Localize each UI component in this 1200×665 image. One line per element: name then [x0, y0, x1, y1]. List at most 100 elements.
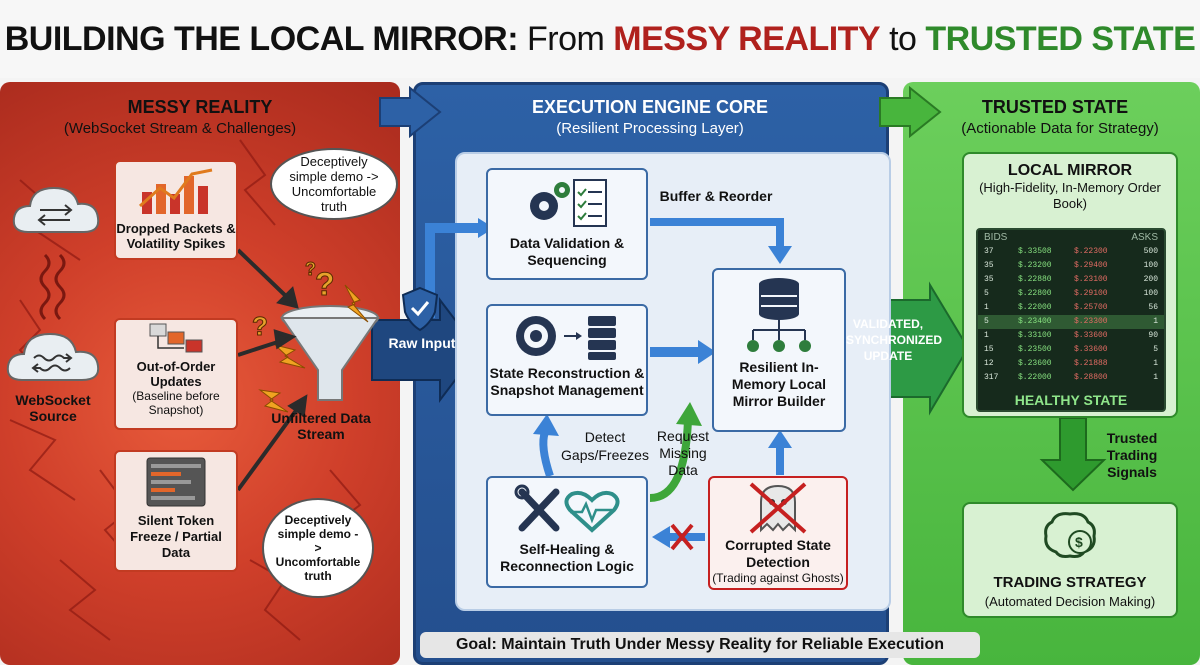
order-book-row: 317 $.22000 $.28800 1 [978, 371, 1164, 385]
raw-input-label: Raw Input [388, 335, 456, 351]
order-book-cell-aq: 56 [1148, 303, 1158, 312]
order-book-cell-bq: 317 [984, 373, 999, 382]
trusted-signals-label: Trusted Trading Signals [1106, 430, 1158, 480]
title-to: to [889, 19, 917, 58]
funnel-icon [280, 305, 380, 401]
order-book-cell-aq: 100 [1143, 289, 1158, 298]
question-mark-icon: ? [315, 266, 335, 302]
order-book-cell-ap: $.23100 [1074, 275, 1108, 284]
order-book-cell-bq: 15 [984, 345, 994, 354]
panel-arrow-right [879, 85, 942, 139]
data-validation-card: Data Validation & Sequencing [486, 168, 648, 280]
out-of-order-card: Out-of-Order Updates (Baseline before Sn… [114, 318, 238, 430]
order-book-cell-aq: 100 [1143, 261, 1158, 270]
out-of-order-blocks-icon [149, 323, 203, 353]
order-book-cell-bp: $.23500 [1018, 345, 1052, 354]
mirror-builder-card: Resilient In-Memory Local Mirror Builder [712, 268, 846, 432]
signal-wave [54, 253, 66, 321]
data-validation-label: Data Validation & Sequencing [509, 235, 625, 268]
order-book-cell-bp: $.33100 [1018, 331, 1052, 340]
order-book-header: BIDS ASKS [978, 230, 1164, 245]
state-reconstruction-card: State Reconstruction & Snapshot Manageme… [486, 304, 648, 416]
order-book-cell-bp: $.33508 [1018, 247, 1052, 256]
order-book-cell-ap: $.21888 [1074, 359, 1108, 368]
shield-icon [401, 286, 439, 332]
dropped-packets-card: Dropped Packets & Volatility Spikes [114, 160, 238, 260]
order-book-cell-bq: 1 [984, 303, 989, 312]
order-book-cell-aq: 1 [1153, 359, 1158, 368]
svg-text:$: $ [1075, 534, 1083, 550]
trading-strategy-card: $ TRADING STRATEGY (Automated Decision M… [962, 502, 1178, 618]
corrupted-state-card: Corrupted State Detection (Trading again… [708, 476, 848, 590]
camera-database-icon [516, 316, 616, 360]
order-book-cell-ap: $.29400 [1074, 261, 1108, 270]
title-messy: MESSY REALITY [613, 19, 881, 58]
goal-banner: Goal: Maintain Truth Under Messy Reality… [420, 632, 980, 658]
trusted-heading: TRUSTED STATE [981, 97, 1129, 117]
engine-heading: EXECUTION ENGINE CORE [531, 97, 769, 117]
trading-strategy-subtitle: (Automated Decision Making) [984, 594, 1156, 609]
signal-wave [39, 253, 51, 321]
order-book-cell-bq: 5 [984, 289, 989, 298]
order-book-cell-bp: $.22880 [1018, 275, 1052, 284]
order-book-cell-ap: $.28800 [1074, 373, 1108, 382]
title-trusted: TRUSTED STATE [925, 19, 1196, 58]
gears-checklist-icon [530, 179, 607, 227]
question-mark-icon: ? [252, 311, 268, 341]
corrupted-state-note: (Trading against Ghosts) [712, 571, 844, 585]
signals-arrow [1039, 417, 1107, 492]
engine-subheading: (Resilient Processing Layer) [556, 120, 744, 137]
bids-header: BIDS [984, 232, 1008, 243]
order-book-cell-bq: 35 [984, 275, 994, 284]
self-healing-card: Self-Healing & Reconnection Logic [486, 476, 648, 588]
order-book-cell-aq: 1 [1153, 317, 1158, 326]
messy-subheading: (WebSocket Stream & Challenges) [63, 120, 297, 137]
database-network-icon [747, 278, 811, 352]
order-book-cell-bq: 37 [984, 247, 994, 256]
order-book-cell-bp: $.22000 [1018, 303, 1052, 312]
order-book-cell-bp: $.23600 [1018, 359, 1052, 368]
order-book-cell-ap: $.33600 [1074, 345, 1108, 354]
cloud-icon [12, 186, 100, 233]
order-book-cell-bp: $.22000 [1018, 373, 1052, 382]
order-book-cell-bq: 5 [984, 317, 989, 326]
page-title: BUILDING THE LOCAL MIRROR: From MESSY RE… [0, 0, 1200, 78]
silent-freeze-label: Silent Token Freeze / Partial Data [130, 513, 222, 560]
request-missing-label: Request Missing Data [656, 428, 710, 478]
order-book-cell-aq: 90 [1148, 331, 1158, 340]
dropped-packets-label: Dropped Packets & Volatility Spikes [116, 221, 236, 251]
order-book-cell-bq: 1 [984, 331, 989, 340]
order-book-cell-aq: 200 [1143, 275, 1158, 284]
tools-heartbeat-icon [514, 484, 620, 533]
cloud-icon [6, 332, 100, 381]
order-book-cell-bp: $.23400 [1018, 317, 1052, 326]
self-healing-label: Self-Healing & Reconnection Logic [500, 541, 634, 574]
volatility-chart-icon [138, 168, 213, 214]
speech-bubble-top-text: Deceptively simple demo -> Uncomfortable… [289, 154, 379, 214]
mirror-builder-label: Resilient In-Memory Local Mirror Builder [731, 359, 827, 409]
corrupted-state-label: Corrupted State Detection [725, 537, 831, 570]
buffer-reorder-label: Buffer & Reorder [659, 188, 773, 204]
question-mark-icon: ? [305, 259, 316, 279]
out-of-order-label: Out-of-Order Updates [136, 359, 216, 389]
speech-bubble-bottom: Deceptively simple demo -> Uncomfortable… [262, 498, 374, 598]
local-mirror-title: LOCAL MIRROR [1007, 162, 1133, 179]
asks-header: ASKS [1131, 232, 1158, 243]
order-book-cell-ap: $.22300 [1074, 247, 1108, 256]
speech-bubble-bottom-text: Deceptively simple demo -> Uncomfortable… [275, 513, 361, 583]
trusted-subheading: (Actionable Data for Strategy) [961, 120, 1159, 137]
detect-gaps-label: Detect Gaps/Freezes [561, 429, 649, 463]
unfiltered-stream-label: Unfiltered Data Stream [271, 410, 371, 442]
out-of-order-note: (Baseline before Snapshot) [132, 389, 220, 417]
order-book-cell-bp: $.23200 [1018, 261, 1052, 270]
order-book-cell-aq: 1 [1153, 373, 1158, 382]
messy-heading: MESSY REALITY [127, 97, 273, 117]
order-book-cell-aq: 500 [1143, 247, 1158, 256]
state-reconstruction-label: State Reconstruction & Snapshot Manageme… [489, 365, 645, 398]
